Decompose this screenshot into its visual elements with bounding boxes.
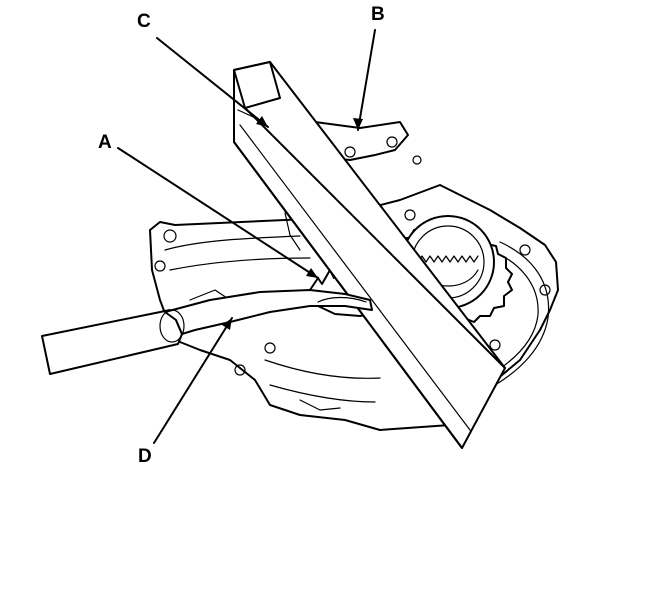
leader-b bbox=[357, 29, 376, 131]
leader-d bbox=[153, 317, 233, 444]
callout-b: B bbox=[371, 4, 385, 25]
leader-lines bbox=[117, 29, 376, 444]
callout-d: D bbox=[138, 446, 152, 467]
straight-edge bbox=[233, 61, 506, 449]
wrench-handle bbox=[41, 289, 373, 375]
leader-a bbox=[117, 147, 319, 279]
callout-c: C bbox=[137, 11, 151, 32]
leader-c bbox=[156, 37, 269, 128]
callout-a: A bbox=[98, 132, 112, 153]
